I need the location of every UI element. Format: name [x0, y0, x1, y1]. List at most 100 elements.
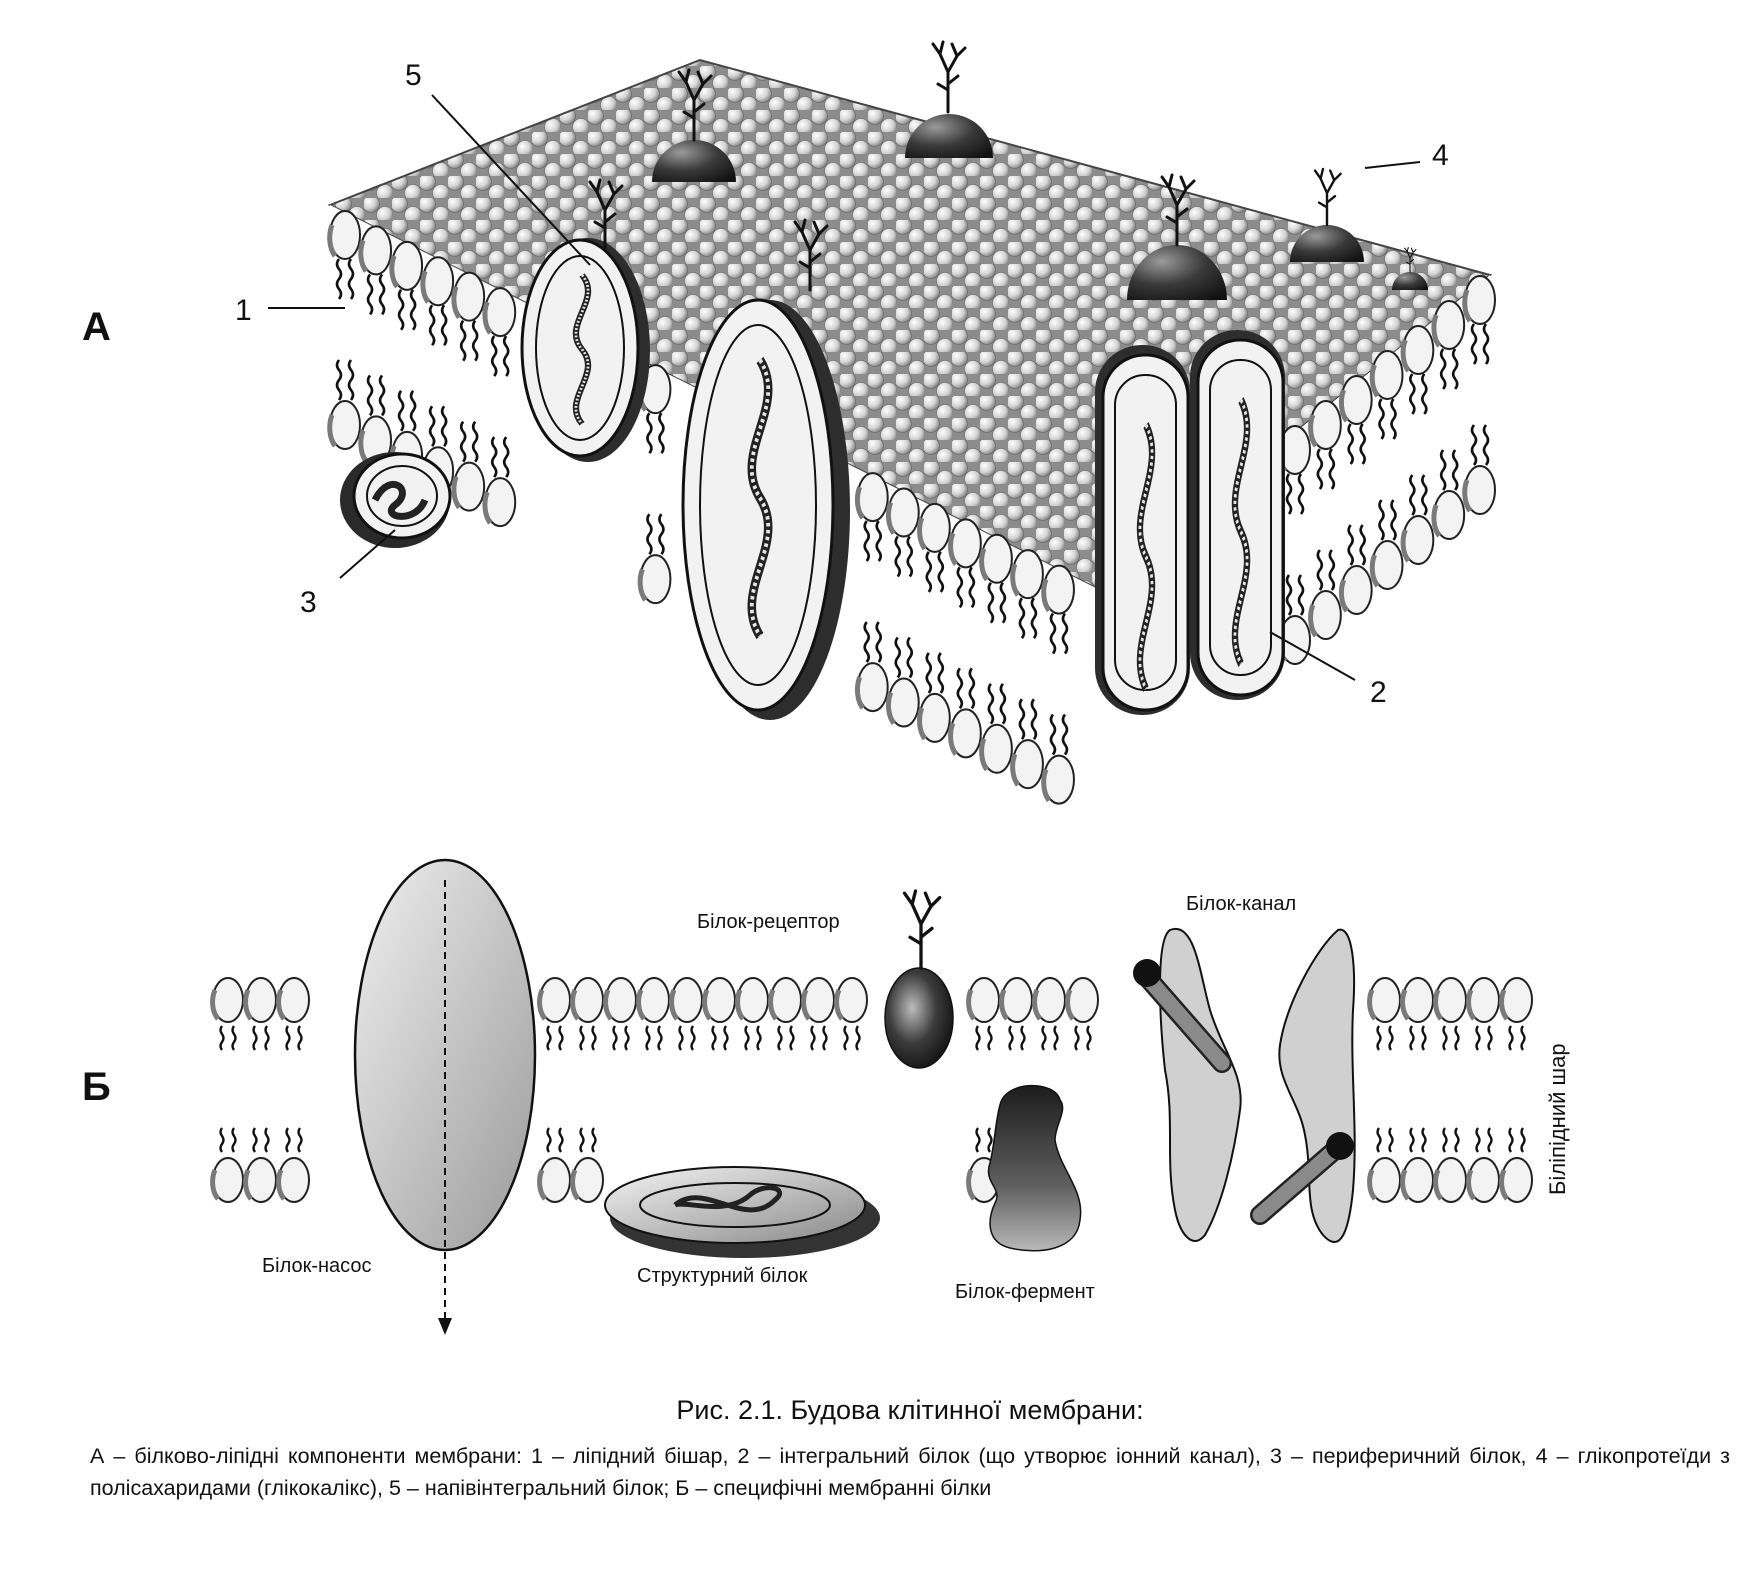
lipid-tail	[252, 1126, 258, 1154]
lipid-tail	[1475, 1024, 1481, 1052]
lipid-head	[279, 1158, 309, 1202]
lipid-head	[1469, 978, 1499, 1022]
lipid-head	[951, 709, 981, 757]
lipid-head	[1502, 978, 1532, 1022]
lipid-tail	[285, 1126, 291, 1154]
lipid-tail	[1074, 1024, 1080, 1052]
lipid-head	[1044, 756, 1074, 804]
lipid-head	[1502, 1158, 1532, 1202]
lipid-tail	[231, 1024, 237, 1052]
lipid-head	[1372, 351, 1402, 399]
enzyme-protein	[987, 1084, 1082, 1252]
lipid-tail	[1454, 1126, 1460, 1154]
lipid-head	[485, 288, 515, 336]
caption-title: Рис. 2.1. Будова клітинної мембрани:	[676, 1395, 1144, 1425]
lipid-head	[969, 978, 999, 1022]
lipid-head	[1013, 740, 1043, 788]
lipid-tail	[1421, 1024, 1427, 1052]
lipid-head	[1434, 491, 1464, 539]
lipid-tail	[987, 1024, 993, 1052]
lipid-tail	[1008, 1024, 1014, 1052]
lipid-head	[920, 694, 950, 742]
lipid-tail	[1388, 1126, 1394, 1154]
lipid-tail	[756, 1024, 762, 1052]
lipid-tail	[1520, 1024, 1526, 1052]
lipid-head	[606, 978, 636, 1022]
lipid-tail	[1409, 1024, 1415, 1052]
lipid-head	[361, 226, 391, 274]
lipid-head	[1403, 326, 1433, 374]
peripheral-protein	[340, 452, 452, 548]
lipid-tail	[1442, 1024, 1448, 1052]
lipid-head	[951, 519, 981, 567]
glycoprotein-domes	[652, 40, 1428, 300]
lipid-head	[738, 978, 768, 1022]
lipid-head	[1002, 978, 1032, 1022]
lipid-head	[1370, 978, 1400, 1022]
lipid-tail	[591, 1024, 597, 1052]
lipid-tail	[612, 1024, 618, 1052]
lipid-tail	[1053, 1024, 1059, 1052]
lipid-head	[330, 211, 360, 259]
lipid-head	[213, 1158, 243, 1202]
lipid-head	[246, 1158, 276, 1202]
lipid-tail	[1376, 1024, 1382, 1052]
lipid-head	[540, 1158, 570, 1202]
lipid-head	[1465, 466, 1495, 514]
lipid-tail	[1454, 1024, 1460, 1052]
lipid-head	[454, 463, 484, 511]
lipid-tail	[219, 1126, 225, 1154]
lipid-head	[1013, 550, 1043, 598]
lipid-head	[330, 401, 360, 449]
lipid-head	[771, 978, 801, 1022]
label-2: 2	[1370, 676, 1387, 709]
lipid-head	[454, 273, 484, 321]
lipid-tail	[690, 1024, 696, 1052]
lipid-head	[1341, 566, 1371, 614]
membrane-block-3d	[330, 58, 1495, 804]
lipid-head	[837, 978, 867, 1022]
lipid-head	[392, 242, 422, 290]
lipid-tail	[657, 1024, 663, 1052]
lipid-head	[888, 679, 918, 727]
integral-protein-large	[681, 218, 850, 720]
lipid-head	[639, 978, 669, 1022]
lipid-head	[1044, 566, 1074, 614]
lipid-tail	[579, 1024, 585, 1052]
lipid-tail	[975, 1024, 981, 1052]
structural-label: Структурний білок	[637, 1265, 808, 1287]
lipid-head	[573, 978, 603, 1022]
lipid-head	[982, 725, 1012, 773]
caption-body: А – білково-ліпідні компоненти мембрани:…	[90, 1444, 1730, 1500]
lipid-head	[804, 978, 834, 1022]
lipid-head	[857, 663, 887, 711]
semi-integral-protein	[520, 178, 650, 462]
lipid-tail	[219, 1024, 225, 1052]
lipid-head	[857, 473, 887, 521]
lipid-tail	[777, 1024, 783, 1052]
channel-label: Білок-канал	[1186, 893, 1296, 915]
lipid-tail	[297, 1024, 303, 1052]
lipid-tail	[645, 1024, 651, 1052]
lipid-tail	[678, 1024, 684, 1052]
lipid-head	[672, 978, 702, 1022]
lipid-head	[1436, 978, 1466, 1022]
lipid-tail	[297, 1126, 303, 1154]
label-3: 3	[300, 586, 317, 619]
lipid-tail	[1421, 1126, 1427, 1154]
lipid-head	[485, 478, 515, 526]
lipid-head	[920, 504, 950, 552]
lipid-head	[213, 978, 243, 1022]
lipid-head	[1311, 401, 1341, 449]
lipid-tail	[1376, 1126, 1382, 1154]
lipid-tail	[558, 1126, 564, 1154]
label-5: 5	[405, 59, 422, 92]
lipid-head	[640, 555, 670, 603]
lipid-head	[982, 535, 1012, 583]
lipid-head	[1434, 301, 1464, 349]
lipid-head	[1436, 1158, 1466, 1202]
lipid-tail	[1020, 1024, 1026, 1052]
lipid-head	[1403, 1158, 1433, 1202]
lipid-tail	[1475, 1126, 1481, 1154]
lipid-tail	[579, 1126, 585, 1154]
